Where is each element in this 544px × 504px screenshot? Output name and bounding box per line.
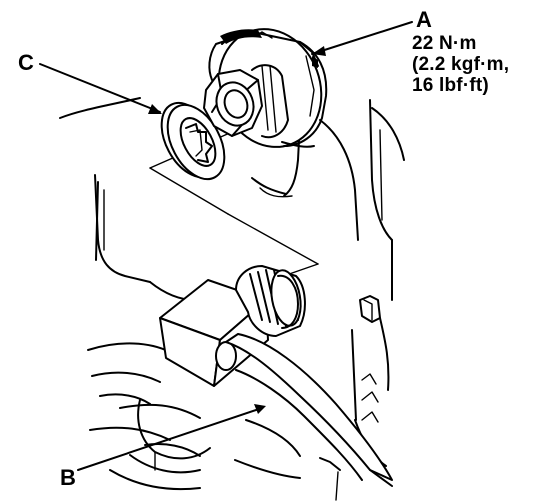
torque-spec: 22 N·m (2.2 kgf·m, 16 lbf·ft) — [412, 33, 509, 96]
leader-lines — [39, 21, 413, 471]
torque-spec-line: 22 N·m — [412, 33, 477, 54]
torque-spec-line: (2.2 kgf·m, — [412, 54, 510, 75]
callout-a-label: A — [416, 7, 432, 32]
sealing-washer — [160, 101, 226, 181]
sensor-block — [159, 265, 306, 387]
torque-spec-line: 16 lbf·ft) — [412, 75, 489, 96]
banjo-bolt — [203, 28, 328, 148]
callout-b-label: B — [60, 465, 76, 490]
sensor-cable — [215, 333, 393, 487]
callout-c-label: C — [18, 50, 34, 75]
